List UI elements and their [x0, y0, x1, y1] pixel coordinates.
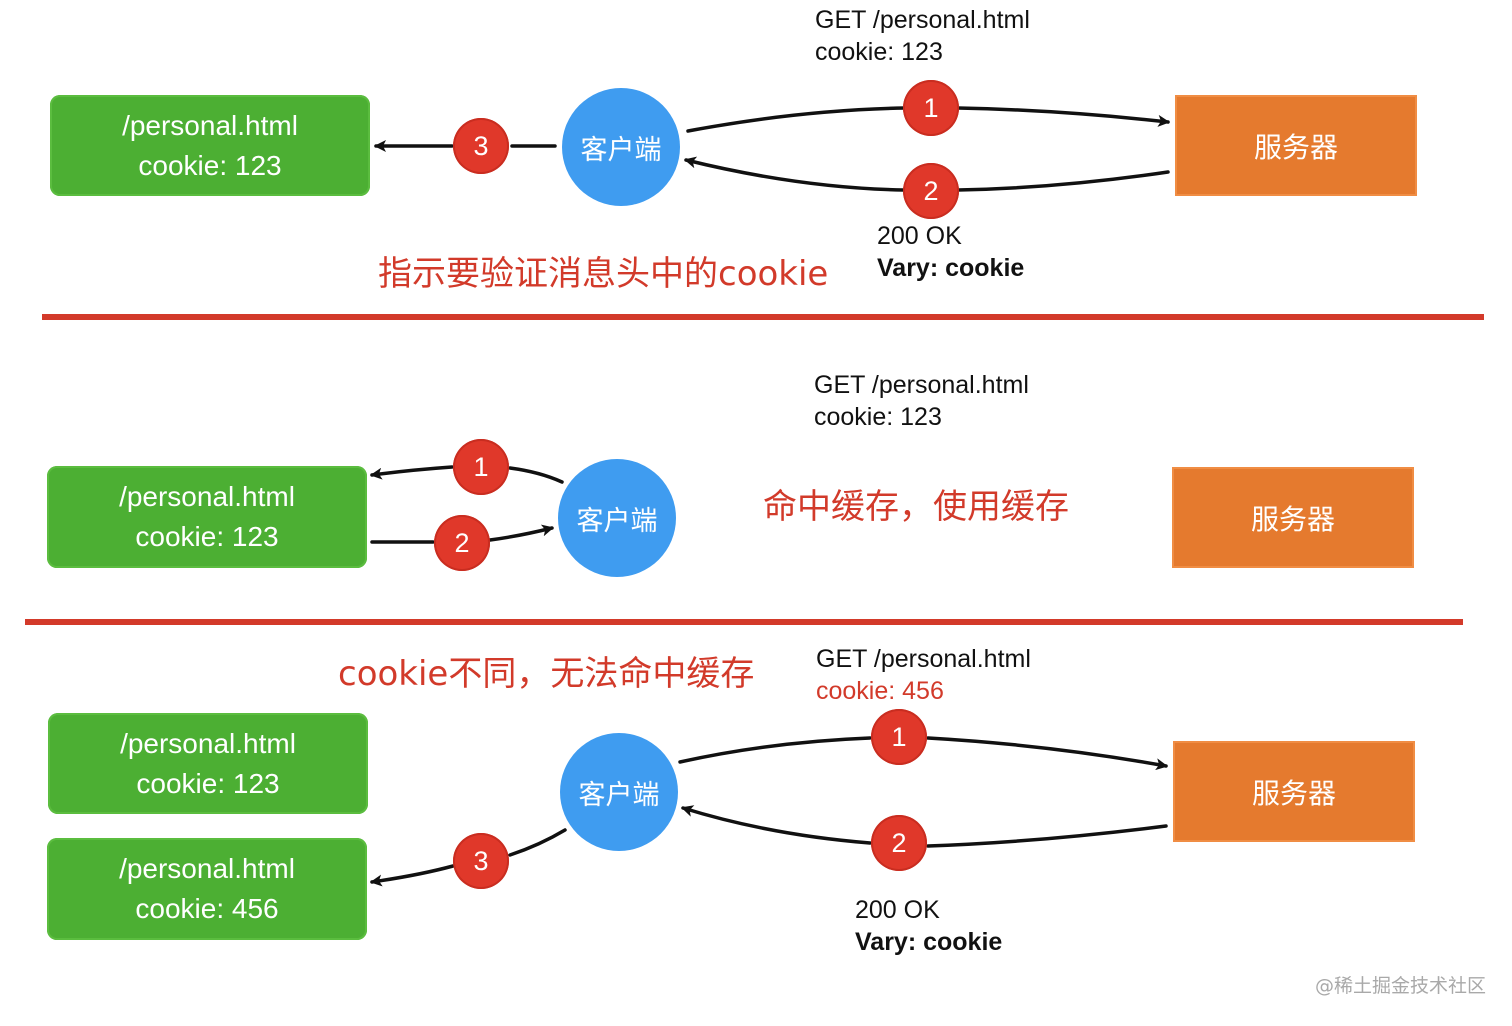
response-message: 200 OK Vary: cookie [877, 220, 1024, 284]
request-cookie: cookie: 456 [816, 677, 944, 705]
client-node: 客户端 [560, 733, 678, 851]
request-cookie: cookie: 123 [815, 38, 943, 66]
request-arrow-1 [686, 106, 907, 133]
step-badge-2: 2 [871, 815, 927, 871]
response-status: 200 OK [855, 896, 940, 924]
step-badge-1: 1 [453, 439, 509, 495]
step-badge-1: 1 [903, 80, 959, 136]
response-vary: Vary: cookie [877, 254, 1025, 282]
cache-entry-box-new: /personal.html cookie: 456 [47, 838, 367, 940]
step-badge-3: 3 [453, 118, 509, 174]
server-node: 服务器 [1175, 95, 1417, 196]
server-node: 服务器 [1172, 467, 1414, 568]
cache-cookie: cookie: 456 [135, 893, 279, 924]
section-divider [25, 619, 1463, 625]
request-line: GET /personal.html [815, 6, 1030, 34]
cache-cookie: cookie: 123 [138, 149, 282, 181]
client-node: 客户端 [558, 459, 676, 577]
cache-entry-box: /personal.html cookie: 123 [50, 95, 370, 196]
request-line: GET /personal.html [814, 371, 1029, 399]
response-arrow-2b-p3 [681, 805, 872, 845]
store-arrow-3-p3 [508, 828, 567, 857]
request-message: GET /personal.html cookie: 456 [816, 643, 1031, 707]
client-node: 客户端 [562, 88, 680, 206]
response-vary: Vary: cookie [855, 928, 1003, 956]
cache-entry-box-old: /personal.html cookie: 123 [48, 713, 368, 814]
cache-path: /personal.html [119, 853, 295, 884]
step-badge-2: 2 [434, 515, 490, 571]
cache-path: /personal.html [119, 481, 295, 512]
read-arrow-1b [370, 465, 454, 480]
read-arrow-1 [508, 466, 564, 484]
request-arrow-1b-p3 [926, 736, 1168, 771]
return-arrow-2b [488, 524, 554, 542]
store-arrow-3b-p3 [370, 864, 455, 887]
server-node: 服务器 [1173, 741, 1415, 842]
request-line: GET /personal.html [816, 645, 1031, 673]
watermark: @稀土掘金技术社区 [1314, 975, 1486, 997]
annotation-note: cookie不同，无法命中缓存 [338, 654, 755, 694]
annotation-note: 命中缓存，使用缓存 [763, 487, 1069, 527]
step-badge-2: 2 [903, 163, 959, 219]
request-arrow-1-p3 [678, 736, 872, 764]
request-message: GET /personal.html cookie: 123 [814, 369, 1029, 433]
step-badge-3: 3 [453, 833, 509, 889]
annotation-note: 指示要验证消息头中的cookie [378, 254, 829, 294]
cache-cookie: cookie: 123 [136, 767, 280, 799]
cache-path: /personal.html [122, 109, 298, 141]
response-arrow-2 [956, 170, 1170, 192]
response-arrow-2-p3 [926, 824, 1168, 848]
request-arrow-1b [956, 106, 1170, 127]
section-divider [42, 314, 1484, 320]
request-message: GET /personal.html cookie: 123 [815, 4, 1030, 68]
step-badge-1: 1 [871, 709, 927, 765]
response-arrow-2b [684, 156, 905, 192]
response-message: 200 OK Vary: cookie [855, 894, 1002, 958]
cache-path: /personal.html [120, 727, 296, 759]
request-cookie: cookie: 123 [814, 403, 942, 431]
cache-entry-box: /personal.html cookie: 123 [47, 466, 367, 568]
response-status: 200 OK [877, 222, 962, 250]
cache-cookie: cookie: 123 [135, 521, 279, 552]
